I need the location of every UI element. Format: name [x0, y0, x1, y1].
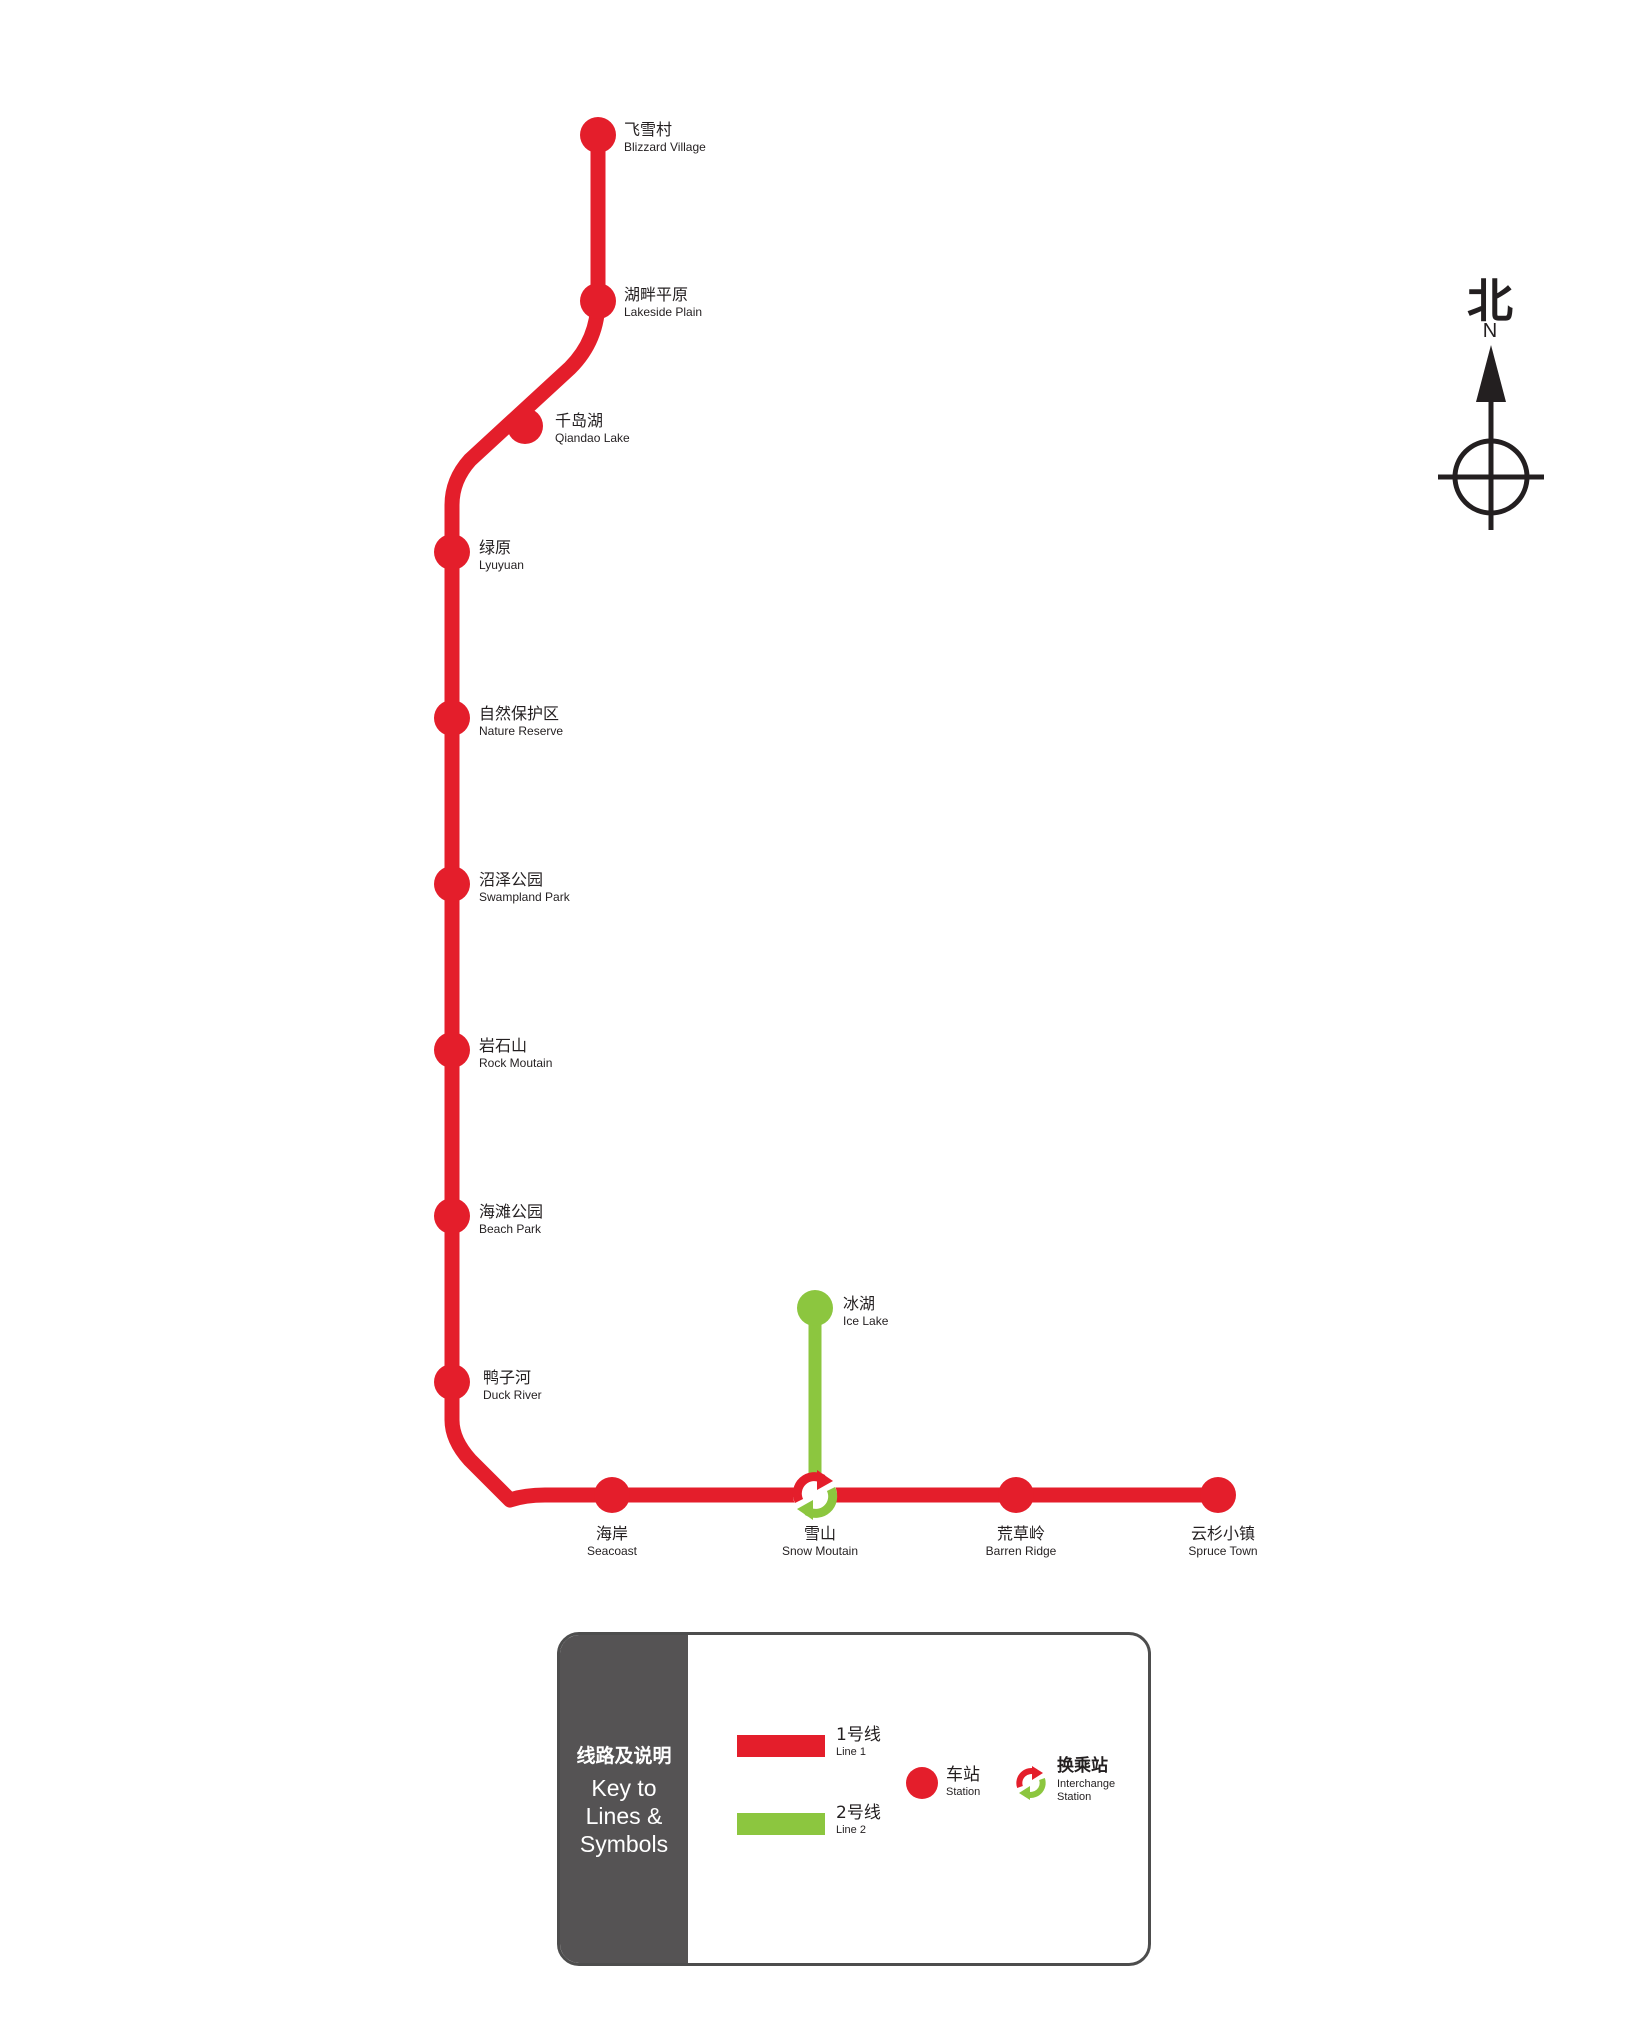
legend-line-1-label: 1号线 Line 1 — [836, 1727, 881, 1758]
station-name-en: Barren Ridge — [985, 1544, 1057, 1558]
legend-line-1-en: Line 1 — [836, 1746, 866, 1758]
station-name-en: Ice Lake — [843, 1314, 889, 1328]
label-barren-ridge: 荒草岭 Barren Ridge — [956, 1524, 1086, 1558]
legend-box: 线路及说明 Key to Lines & Symbols 1号线 Line 1 … — [557, 1632, 1151, 1966]
legend-station-en: Station — [946, 1786, 981, 1798]
label-nature-reserve: 自然保护区 Nature Reserve — [479, 704, 564, 738]
station-nature-reserve[interactable] — [434, 700, 470, 736]
station-name-zh: 海岸 — [595, 1524, 628, 1543]
station-name-en: Snow Moutain — [781, 1544, 859, 1558]
station-seacoast[interactable] — [594, 1477, 630, 1513]
station-lakeside-plain[interactable] — [580, 283, 616, 319]
station-name-zh: 云杉小镇 — [1190, 1524, 1255, 1543]
station-ice-lake[interactable] — [797, 1290, 833, 1326]
station-name-zh: 绿原 — [479, 538, 512, 557]
legend-interchange-en: Interchange Station — [1057, 1778, 1116, 1803]
line-2-swatch — [737, 1813, 825, 1835]
station-name-en: Duck River — [483, 1388, 542, 1402]
station-name-en: Swampland Park — [479, 890, 570, 904]
legend-interchange-zh: 换乘站 — [1057, 1756, 1108, 1776]
label-ice-lake: 冰湖 Ice Lake — [843, 1294, 889, 1328]
station-qiandao-lake[interactable] — [507, 408, 543, 444]
legend-interchange-label: 换乘站 Interchange Station — [1057, 1758, 1127, 1804]
legend-line-1-zh: 1号线 — [836, 1725, 881, 1745]
label-lyuyuan: 绿原 Lyuyuan — [479, 538, 524, 572]
station-name-en: Blizzard Village — [624, 140, 706, 154]
legend-interchange-icon — [1016, 1766, 1046, 1800]
station-lyuyuan[interactable] — [434, 534, 470, 570]
legend-line-2-en: Line 2 — [836, 1824, 866, 1836]
station-spruce-town[interactable] — [1200, 1477, 1236, 1513]
label-blizzard-village: 飞雪村 Blizzard Village — [624, 120, 706, 154]
station-name-en: Seacoast — [586, 1544, 638, 1558]
label-spruce-town: 云杉小镇 Spruce Town — [1158, 1524, 1288, 1558]
label-qiandao-lake: 千岛湖 Qiandao Lake — [555, 411, 630, 445]
label-duck-river: 鸭子河 Duck River — [483, 1368, 542, 1402]
station-name-en: Qiandao Lake — [555, 431, 630, 445]
station-name-en: Lakeside Plain — [624, 305, 703, 319]
label-rock-moutain: 岩石山 Rock Moutain — [479, 1036, 553, 1070]
station-name-zh: 鸭子河 — [483, 1368, 532, 1387]
station-name-zh: 雪山 — [803, 1524, 836, 1543]
station-name-zh: 岩石山 — [479, 1036, 528, 1055]
legend-title-en: Key to Lines & Symbols — [579, 1774, 669, 1857]
station-rock-moutain[interactable] — [434, 1032, 470, 1068]
station-name-zh: 沼泽公园 — [479, 870, 544, 889]
compass-north-zh: 北 — [1467, 274, 1513, 328]
legend-title-panel: 线路及说明 Key to Lines & Symbols — [560, 1635, 688, 1963]
station-name-en: Rock Moutain — [479, 1056, 553, 1070]
station-name-zh: 冰湖 — [843, 1294, 876, 1313]
legend-title-zh: 线路及说明 — [576, 1744, 672, 1767]
station-swampland-park[interactable] — [434, 866, 470, 902]
label-snow-moutain: 雪山 Snow Moutain — [755, 1524, 885, 1558]
label-swampland-park: 沼泽公园 Swampland Park — [479, 870, 570, 904]
station-name-zh: 荒草岭 — [996, 1524, 1045, 1543]
station-barren-ridge[interactable] — [998, 1477, 1034, 1513]
station-name-zh: 湖畔平原 — [624, 285, 689, 304]
station-name-en: Spruce Town — [1188, 1544, 1258, 1558]
station-name-zh: 飞雪村 — [624, 120, 673, 139]
label-beach-park: 海滩公园 Beach Park — [479, 1202, 544, 1236]
line-1-track — [444, 127, 1226, 1508]
compass: 北 N — [1420, 265, 1560, 545]
station-name-zh: 海滩公园 — [479, 1202, 544, 1221]
compass-icon — [1438, 345, 1544, 530]
label-seacoast: 海岸 Seacoast — [552, 1524, 672, 1558]
station-name-zh: 千岛湖 — [555, 411, 604, 430]
line-1-swatch — [737, 1735, 825, 1757]
label-lakeside-plain: 湖畔平原 Lakeside Plain — [624, 285, 703, 319]
legend-station-zh: 车站 — [946, 1765, 980, 1785]
legend-line-2-zh: 2号线 — [836, 1803, 881, 1823]
station-name-zh: 自然保护区 — [479, 704, 560, 723]
station-name-en: Lyuyuan — [479, 558, 524, 572]
legend-station-icon — [906, 1767, 938, 1799]
compass-north-en: N — [1482, 320, 1498, 342]
legend-station-label: 车站 Station — [946, 1767, 980, 1798]
station-blizzard-village[interactable] — [580, 117, 616, 153]
station-name-en: Beach Park — [479, 1222, 542, 1236]
legend-line-2-label: 2号线 Line 2 — [836, 1805, 881, 1836]
station-beach-park[interactable] — [434, 1198, 470, 1234]
interchange-icon[interactable] — [792, 1470, 838, 1520]
station-name-en: Nature Reserve — [479, 724, 564, 738]
station-duck-river[interactable] — [434, 1364, 470, 1400]
